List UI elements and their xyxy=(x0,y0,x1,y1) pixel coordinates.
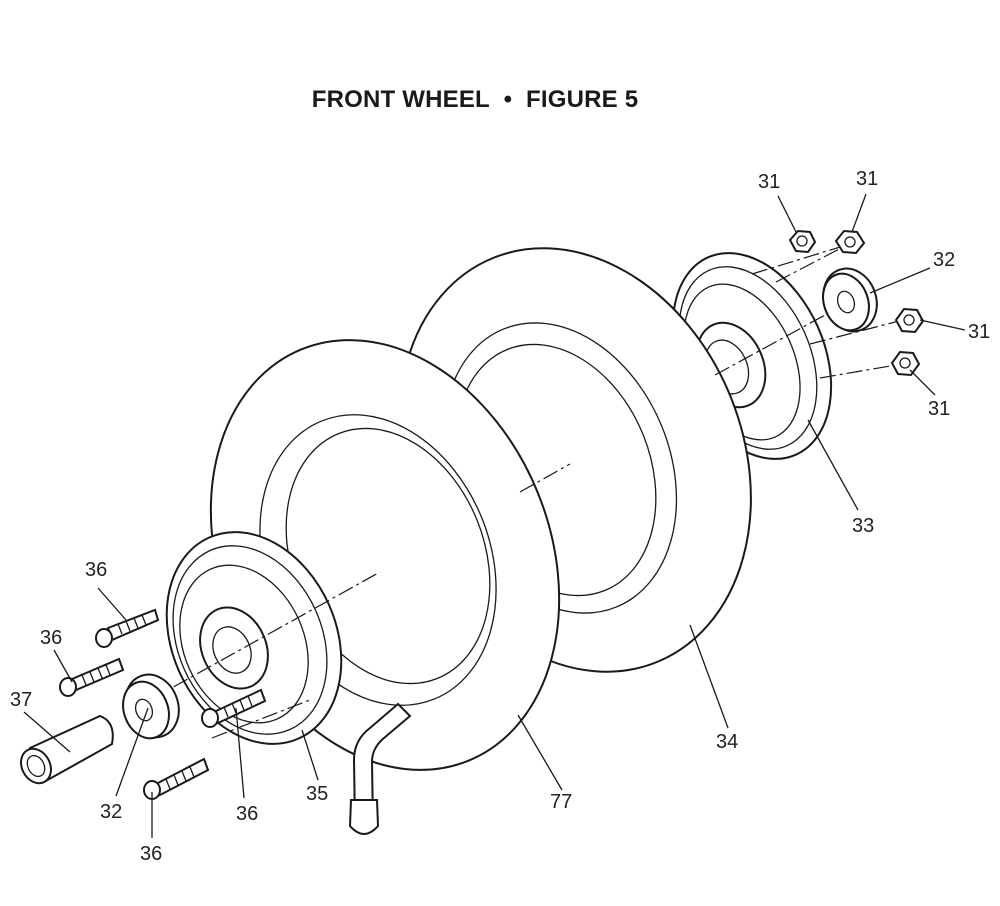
axle-sleeve-part-37 xyxy=(20,714,114,785)
leader-lines xyxy=(23,193,966,838)
bolt-part-36-b xyxy=(59,657,125,697)
callout-77: 77 xyxy=(550,791,572,813)
callout-36-b: 36 xyxy=(40,627,62,649)
callout-31-b: 31 xyxy=(856,168,878,190)
title-separator: • xyxy=(503,86,513,113)
callout-36-c: 36 xyxy=(236,803,258,825)
callout-31-a: 31 xyxy=(758,171,780,193)
front-hub-part-35 xyxy=(165,531,343,745)
lock-nut-part-31-d xyxy=(890,350,921,377)
front-spacer-part-32 xyxy=(122,673,180,740)
callout-36-a: 36 xyxy=(85,559,107,581)
callout-33: 33 xyxy=(852,515,874,537)
rear-spacer-part-32 xyxy=(822,267,878,333)
lock-nut-part-31-c xyxy=(894,307,925,334)
title-left: FRONT WHEEL xyxy=(311,86,490,113)
callout-32-front: 32 xyxy=(100,801,122,823)
callout-31-d: 31 xyxy=(928,398,950,420)
valve-stem xyxy=(348,702,412,835)
title-right: FIGURE 5 xyxy=(526,86,639,113)
callout-37: 37 xyxy=(10,689,32,711)
bolt-part-36-a xyxy=(95,608,160,648)
bolt-part-36-d xyxy=(143,757,210,800)
lock-nut-part-31-b xyxy=(834,229,866,255)
callout-34: 34 xyxy=(716,731,738,753)
callout-35: 35 xyxy=(306,783,328,805)
bolt-part-36-c xyxy=(201,688,267,728)
callout-32-rear: 32 xyxy=(933,249,955,271)
lock-nut-part-31-a xyxy=(788,229,817,254)
callout-31-c: 31 xyxy=(968,321,990,343)
callout-36-d: 36 xyxy=(140,843,162,865)
callout-labels: 31 31 32 31 31 33 34 77 35 36 36 37 32 3… xyxy=(10,168,990,865)
figure-title: FRONT WHEEL • FIGURE 5 xyxy=(0,86,950,114)
